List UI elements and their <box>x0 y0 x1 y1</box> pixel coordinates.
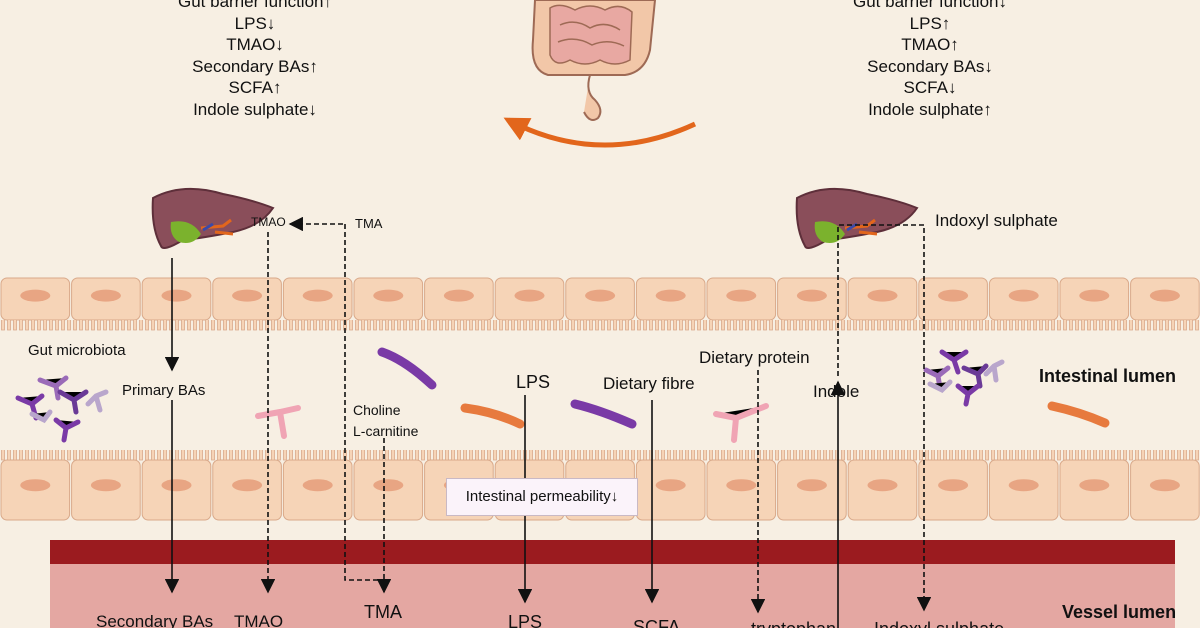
cell-nucleus <box>938 289 969 302</box>
label-lps: LPS <box>516 372 551 392</box>
effect-item: Indole sulphate↑ <box>868 99 992 119</box>
cell-nucleus <box>232 479 263 492</box>
shift-arrow <box>503 117 697 148</box>
cell-nucleus <box>20 479 51 492</box>
effect-item: TMAO↑ <box>901 35 959 54</box>
label-choline: Choline <box>353 402 401 418</box>
bacterium-rod-icon <box>570 399 637 429</box>
pathway-arrows <box>164 216 932 628</box>
bacterium-rod-icon <box>1047 401 1110 428</box>
microvilli <box>1 320 1199 331</box>
cell-nucleus <box>373 479 404 492</box>
cell-nucleus <box>302 479 333 492</box>
effect-item: Secondary BAs↓ <box>867 56 993 76</box>
liver-icon-left <box>151 187 275 249</box>
cell-nucleus <box>1149 479 1180 492</box>
cell-nucleus <box>655 289 686 302</box>
label-secondary-bas: Secondary BAs <box>96 612 214 628</box>
effect-item: Indole sulphate↓ <box>193 99 317 119</box>
cell-nucleus <box>90 289 121 302</box>
vessel-lumen-area <box>50 564 1175 628</box>
label-indoxyl-vessel: Indoxyl sulphate <box>874 619 1004 628</box>
cell-nucleus <box>443 289 474 302</box>
cell-nucleus <box>1149 289 1180 302</box>
cell-nucleus <box>514 289 545 302</box>
cell-nucleus <box>726 289 757 302</box>
label-primary-bas: Primary BAs <box>122 382 206 399</box>
label-l-carnitine: L-carnitine <box>353 423 419 439</box>
label-intestinal-lumen: Intestinal lumen <box>1039 366 1177 386</box>
label-tma-vessel: TMA <box>364 602 402 622</box>
label-tmao-liver: TMAO <box>251 215 286 229</box>
permeability-box: Intestinal permeability↓ <box>446 478 638 516</box>
cell-nucleus <box>90 479 121 492</box>
cell-nucleus <box>867 479 898 492</box>
effect-item: LPS↑ <box>909 13 951 33</box>
bacterium-rod-icon <box>460 403 525 429</box>
cell-nucleus <box>796 479 827 492</box>
effect-item: Secondary BAs↑ <box>192 56 318 76</box>
effect-item: LPS↓ <box>234 13 276 33</box>
label-lps-vessel: LPS <box>508 612 543 628</box>
label-scfa-vessel: SCFA <box>633 617 681 628</box>
disease-effects-list: Gut barrier function↓ LPS↑ TMAO↑ Seconda… <box>835 0 1025 120</box>
label-tmao-vessel: TMAO <box>234 612 284 628</box>
cell-nucleus <box>938 479 969 492</box>
microvilli <box>1 450 1199 461</box>
intestine-icon <box>531 0 657 121</box>
microbiota-cluster-right <box>923 349 1005 407</box>
cell-nucleus <box>1008 479 1039 492</box>
cell-nucleus <box>161 289 192 302</box>
label-dietary-fibre: Dietary fibre <box>603 374 695 393</box>
label-indoxyl-sulphate: Indoxyl sulphate <box>935 211 1058 230</box>
label-tma: TMA <box>355 216 383 231</box>
vessel-wall <box>50 540 1175 564</box>
label-vessel-lumen: Vessel lumen <box>1062 602 1177 622</box>
liver-icon-right <box>795 187 919 249</box>
cell-nucleus <box>232 289 263 302</box>
effect-item: SCFA↑ <box>228 78 282 97</box>
effect-item: Gut barrier function↓ <box>852 0 1007 11</box>
label-dietary-protein: Dietary protein <box>699 348 810 367</box>
cell-nucleus <box>1079 289 1110 302</box>
cell-nucleus <box>373 289 404 302</box>
cell-nucleus <box>20 289 51 302</box>
effect-item: Gut barrier function↑ <box>177 0 332 11</box>
label-indole: Indole <box>813 382 860 401</box>
bacterium-branched-icon <box>255 403 769 443</box>
cell-nucleus <box>1079 479 1110 492</box>
cell-nucleus <box>1008 289 1039 302</box>
cell-nucleus <box>726 479 757 492</box>
cell-nucleus <box>867 289 898 302</box>
label-tryptophan: tryptophan <box>751 619 836 628</box>
label-gut-microbiota: Gut microbiota <box>28 342 126 359</box>
cell-nucleus <box>655 479 686 492</box>
microbiota-cluster-left <box>15 375 109 443</box>
effect-item: SCFA↓ <box>903 78 957 97</box>
bacterium-rod-icon <box>377 347 437 390</box>
effect-item: TMAO↓ <box>226 35 284 54</box>
cell-nucleus <box>161 479 192 492</box>
cell-nucleus <box>302 289 333 302</box>
healthy-effects-list: Gut barrier function↑ LPS↓ TMAO↓ Seconda… <box>160 0 350 120</box>
cell-nucleus <box>585 289 616 302</box>
cell-nucleus <box>796 289 827 302</box>
epithelium-upper <box>0 277 1200 331</box>
